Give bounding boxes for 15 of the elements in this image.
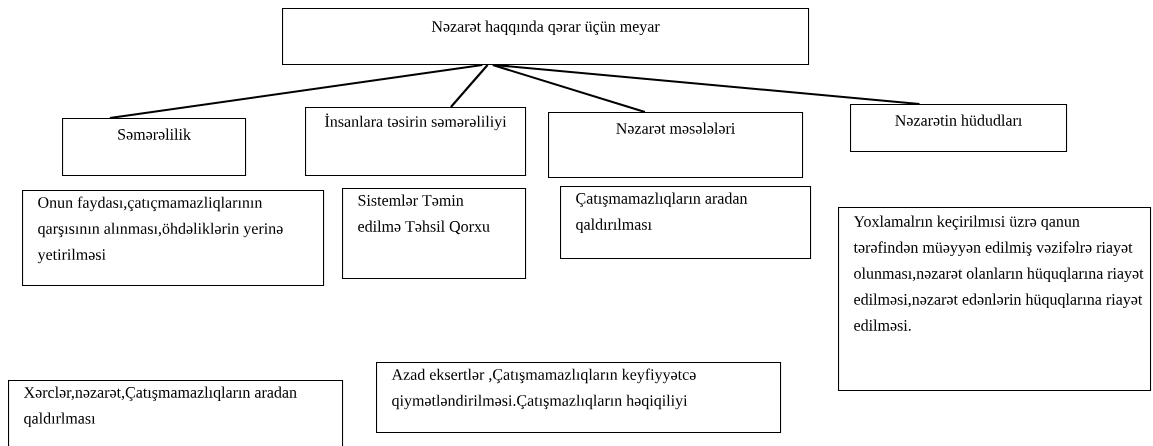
connector-line bbox=[109, 64, 483, 120]
text-box: Yoxlamalrın keçirilmısi üzrə qanun tərəfindən müəyyən edilmiş vəzifəlrə riayət olunması,nəzarət olanların hüquqlarına riayət edilməsi,nəzarət edənlərin hüquqlarına riayət edilməsi. bbox=[838, 207, 1152, 392]
text-box: Xərclər,nəzarət,Çatışmamazlıqların aradan qaldırlması bbox=[8, 380, 344, 446]
text-box: Nəzarətin hüdudları bbox=[850, 104, 1068, 153]
text-box: Azad eksertlər ,Çatışmamazlıqların keyfiyyətcə qiymətləndirilməsi.Çatışmazlıqların həqiqiliyi bbox=[376, 362, 782, 434]
text-box: Onun faydası,çatıçmamazliqlarının qarşısının alınması,öhdəliklərin yerinə yetirilməsi bbox=[22, 190, 325, 287]
connector-line bbox=[492, 64, 646, 113]
text-box: Sistemlər Təmin edilmə Təhsil Qorxu bbox=[342, 188, 527, 280]
text-box: Nəzarət haqqında qərar üçün meyar bbox=[282, 8, 810, 66]
connector-line bbox=[450, 64, 489, 108]
text-box: Nəzarət məsələləri bbox=[548, 112, 804, 179]
connector-line bbox=[495, 64, 920, 106]
text-box: İnsanlara təsirin səmərəliliyi bbox=[305, 107, 527, 177]
text-box: Çatışmamazlıqların aradan qaldırılması bbox=[560, 186, 812, 260]
text-box: Səmərəlilik bbox=[62, 118, 247, 177]
